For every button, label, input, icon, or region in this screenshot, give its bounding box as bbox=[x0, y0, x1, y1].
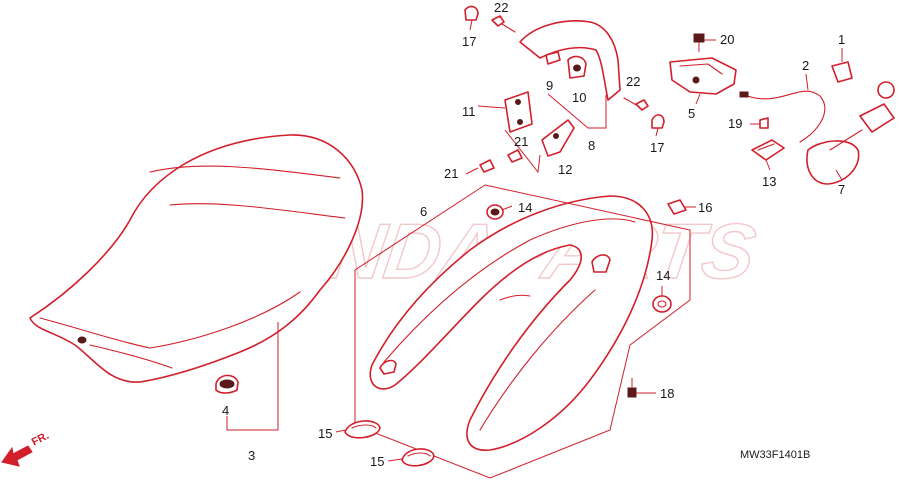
bolt-cowl[interactable] bbox=[627, 378, 637, 398]
callout-leaders bbox=[335, 16, 843, 462]
callout-21-b: 21 bbox=[514, 134, 528, 149]
callout-6: 6 bbox=[420, 204, 427, 219]
rubber-pad-b[interactable] bbox=[401, 448, 435, 467]
lock-bracket[interactable] bbox=[751, 139, 785, 161]
leader-seat bbox=[226, 322, 279, 431]
bolt-22-right[interactable] bbox=[623, 97, 649, 111]
callout-17-b: 17 bbox=[650, 140, 664, 155]
front-label: FR. bbox=[30, 430, 51, 449]
leader-brackets bbox=[504, 129, 541, 174]
leader-grab-rail bbox=[547, 93, 607, 129]
callout-1: 1 bbox=[838, 32, 845, 47]
seat[interactable] bbox=[29, 134, 364, 383]
callout-3: 3 bbox=[248, 448, 255, 463]
diagram-code: MW33F1401B bbox=[740, 449, 810, 461]
callout-9: 9 bbox=[546, 78, 553, 93]
callout-22-b: 22 bbox=[626, 74, 640, 89]
callout-4: 4 bbox=[222, 403, 229, 418]
callout-14-b: 14 bbox=[656, 268, 670, 283]
bolt-21-b[interactable] bbox=[507, 149, 523, 163]
callout-2: 2 bbox=[802, 58, 809, 73]
callout-15-b: 15 bbox=[370, 454, 384, 469]
rubber-pad-a[interactable] bbox=[344, 420, 381, 439]
bolt-22-left[interactable] bbox=[491, 15, 516, 33]
grommet-side[interactable] bbox=[652, 295, 672, 313]
lock-cable[interactable] bbox=[739, 90, 826, 143]
cap-right[interactable] bbox=[651, 114, 665, 129]
callout-10: 10 bbox=[572, 90, 586, 105]
callout-14-a: 14 bbox=[518, 200, 532, 215]
bracket-left[interactable] bbox=[504, 91, 533, 133]
callout-18: 18 bbox=[660, 386, 674, 401]
group-outline-cowl bbox=[354, 184, 691, 479]
callout-13: 13 bbox=[762, 174, 776, 189]
screw-19[interactable] bbox=[759, 117, 769, 129]
seat-cushion-rubber[interactable] bbox=[215, 374, 239, 394]
callout-15-a: 15 bbox=[318, 426, 332, 441]
callout-17-a: 17 bbox=[462, 34, 476, 49]
front-direction-arrow: FR. bbox=[1, 430, 51, 467]
cap-top[interactable] bbox=[464, 5, 479, 21]
grommet-upper[interactable] bbox=[486, 204, 504, 220]
bracket-right[interactable] bbox=[541, 119, 575, 157]
lock-clip[interactable] bbox=[831, 61, 853, 83]
callout-8: 8 bbox=[588, 138, 595, 153]
bolt-21-a[interactable] bbox=[479, 159, 495, 173]
callout-21-a: 21 bbox=[444, 166, 458, 181]
grab-rail[interactable] bbox=[519, 20, 621, 101]
callout-22-a: 22 bbox=[494, 0, 508, 15]
callout-19: 19 bbox=[728, 116, 742, 131]
callout-16: 16 bbox=[698, 200, 712, 215]
bolt-20[interactable] bbox=[693, 33, 705, 52]
key-cylinder[interactable] bbox=[806, 81, 895, 185]
callout-7: 7 bbox=[838, 182, 845, 197]
clip-nut[interactable] bbox=[667, 199, 687, 215]
callout-11: 11 bbox=[462, 104, 476, 119]
callout-20: 20 bbox=[720, 32, 734, 47]
callout-5: 5 bbox=[688, 106, 695, 121]
callout-12: 12 bbox=[558, 162, 572, 177]
rear-cowl[interactable] bbox=[369, 195, 654, 451]
seat-lock[interactable] bbox=[669, 57, 737, 95]
